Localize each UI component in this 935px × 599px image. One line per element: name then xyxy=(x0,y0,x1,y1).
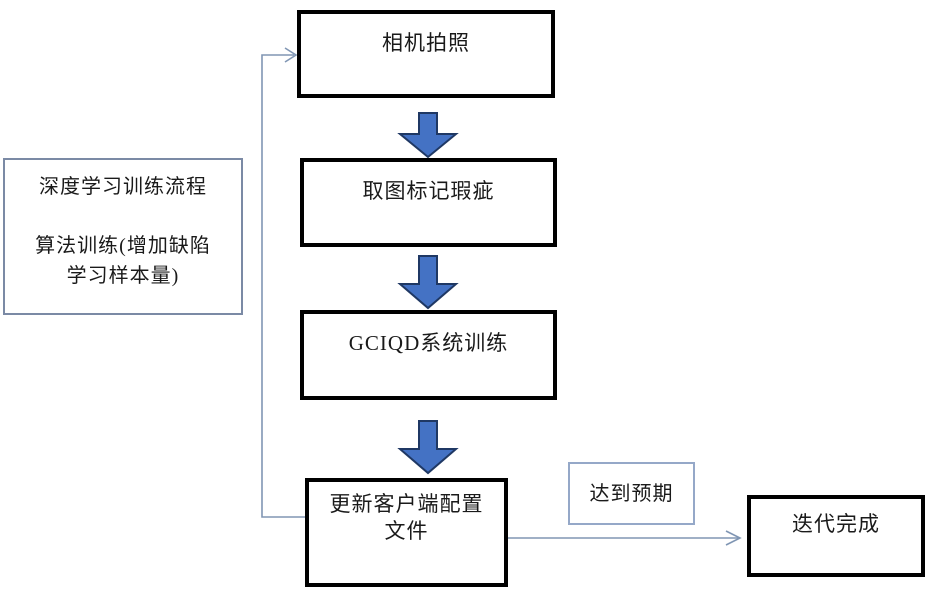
feedback-loop-line xyxy=(261,54,305,518)
node-camera-label: 相机拍照 xyxy=(382,31,470,55)
node-mark-defects: 取图标记瑕疵 xyxy=(300,158,557,247)
side-note-line2: 算法训练(增加缺陷 xyxy=(35,235,211,257)
edge-label-expectation-text: 达到预期 xyxy=(589,483,674,505)
node-mark-defects-label: 取图标记瑕疵 xyxy=(362,179,495,203)
node-system-training: GCIQD系统训练 xyxy=(300,310,557,400)
node-iteration-done-label: 迭代完成 xyxy=(792,512,880,536)
feedback-loop-arrowhead-icon xyxy=(284,47,298,63)
block-arrow-mark-to-train-icon xyxy=(397,255,459,310)
node-update-config-label-line2: 文件 xyxy=(384,519,429,543)
edge-label-expectation: 达到预期 xyxy=(568,462,695,525)
side-note-line3: 学习样本量) xyxy=(66,265,180,287)
node-update-config: 更新客户端配置 文件 xyxy=(305,478,508,587)
node-camera: 相机拍照 xyxy=(297,10,555,98)
side-note-line1: 深度学习训练流程 xyxy=(39,176,207,198)
done-arrowhead-icon xyxy=(725,530,742,546)
node-iteration-done: 迭代完成 xyxy=(747,495,925,577)
block-arrow-camera-to-mark-icon xyxy=(397,112,459,159)
side-note-box: 深度学习训练流程 算法训练(增加缺陷 学习样本量) xyxy=(3,158,243,315)
node-update-config-label-line1: 更新客户端配置 xyxy=(329,492,484,516)
node-system-training-label: GCIQD系统训练 xyxy=(348,331,509,355)
block-arrow-train-to-update-icon xyxy=(397,420,459,475)
